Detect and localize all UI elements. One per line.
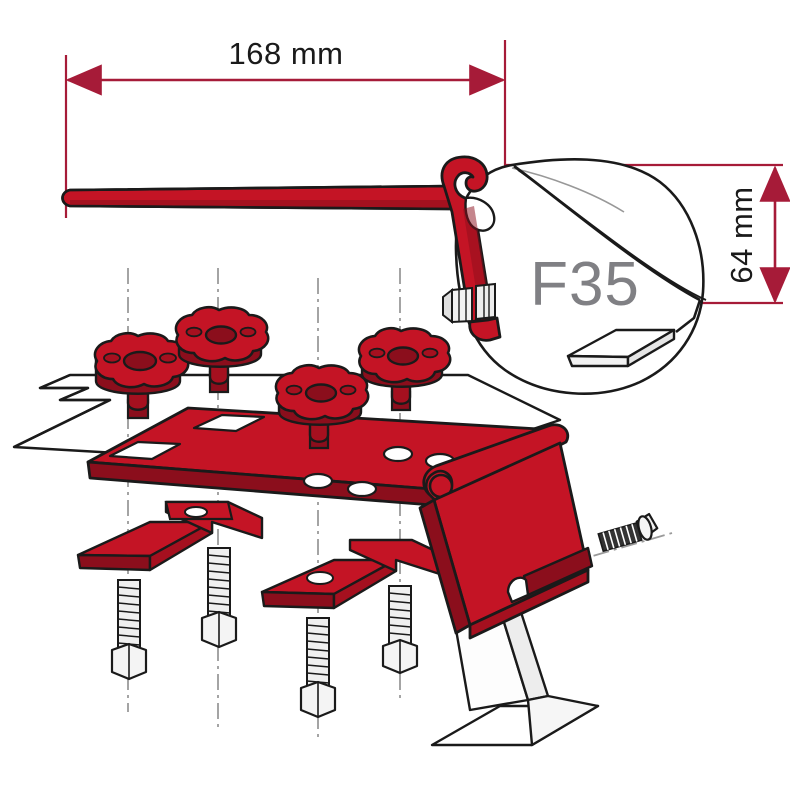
clamp-bracket — [260, 538, 448, 610]
star-knob — [93, 331, 190, 420]
hex-bolt — [381, 585, 419, 675]
clamp-bracket — [76, 500, 264, 572]
hex-bolt-group — [110, 547, 419, 719]
width-dimension: 168 mm — [65, 36, 506, 96]
awning-case-profile: F35 — [454, 158, 707, 395]
side-screw — [597, 512, 659, 553]
star-knob — [274, 363, 370, 450]
horizontal-rail-bar — [61, 184, 454, 211]
plate-hole-group — [302, 445, 456, 498]
hinge-bracket — [418, 423, 594, 640]
star-knob — [174, 305, 270, 394]
adapter-hook-arm — [440, 155, 502, 342]
hex-bolt — [110, 579, 148, 681]
width-dimension-label: 168 mm — [229, 36, 344, 71]
star-knob — [357, 326, 452, 412]
height-dimension-label: 64 mm — [724, 186, 759, 283]
hook-bolt-nut — [442, 282, 496, 325]
plate-slot-group — [108, 413, 266, 461]
hex-bolt — [299, 617, 337, 719]
model-label: F35 — [530, 250, 640, 319]
hex-bolt — [200, 547, 238, 649]
clamp-bracket-group — [76, 500, 448, 610]
height-dimension: 64 mm — [724, 165, 790, 304]
star-knob-group — [93, 305, 452, 450]
